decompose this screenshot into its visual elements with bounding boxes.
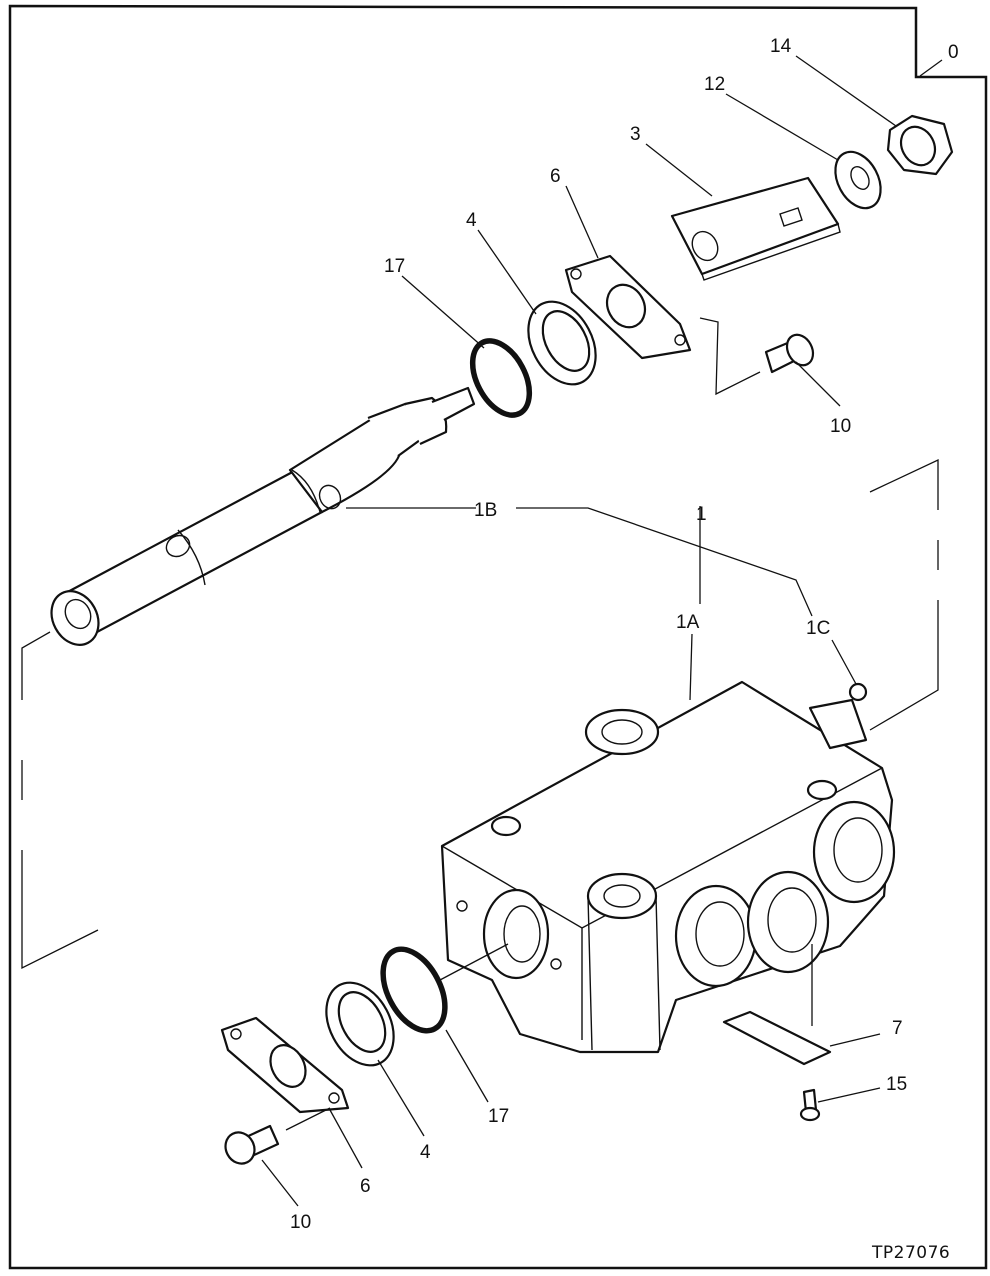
valve-housing-1a [440,680,896,1054]
label-item-10-top: 10 [830,416,851,437]
flange-6-bottom [220,1016,350,1114]
label-item-7: 7 [892,1018,903,1039]
screw-10-bottom [224,1124,280,1165]
label-item-6-bottom: 6 [360,1176,371,1197]
label-item-17-bottom: 17 [488,1106,509,1127]
o-ring-17-bottom [380,946,448,1034]
label-item-1: 1 [696,504,707,525]
label-item-14: 14 [770,36,792,57]
flange-6-top [564,254,692,360]
leader-lines [21,55,943,1207]
plate-3 [670,176,841,281]
label-item-17-top: 17 [384,256,405,277]
label-item-1c: 1C [806,618,830,639]
ball-1c [848,682,868,702]
label-item-4-top: 4 [466,210,477,231]
label-item-10-bottom: 10 [290,1212,311,1233]
frame-border [8,4,988,1270]
bushing-4-bottom [325,981,395,1067]
drawing-reference-number: TP27076 [871,1243,950,1263]
label-item-1b: 1B [474,500,497,521]
screw-15 [799,1088,821,1122]
o-ring-17-top [469,338,533,418]
label-item-15: 15 [886,1074,907,1095]
label-item-1a: 1A [676,612,700,633]
label-item-3: 3 [630,124,641,145]
screw-10-top [764,333,815,374]
bushing-4-top [527,300,597,386]
label-item-6-top: 6 [550,166,561,187]
label-item-12: 12 [704,74,725,95]
plate-7 [722,1010,832,1066]
label-item-4-bottom: 4 [420,1142,431,1163]
lock-washer-12 [834,150,882,210]
nut-14 [886,114,954,176]
spool-1b [50,386,476,646]
label-item-0: 0 [948,42,959,63]
